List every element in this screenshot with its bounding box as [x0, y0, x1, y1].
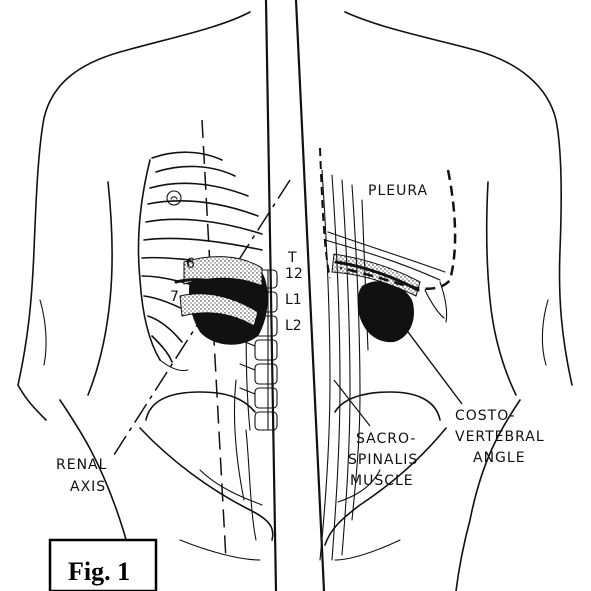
vertebra-t-label: T — [287, 250, 297, 266]
sacrospinalis-muscle — [320, 170, 368, 560]
right-kidney — [332, 254, 420, 342]
costovertebral-pointer — [378, 292, 462, 404]
figure-caption-box: Fig. 1 — [50, 540, 156, 591]
rib-7-label: 7 — [170, 289, 179, 305]
costovertebral-label-line1: COSTO- — [455, 408, 516, 424]
renal-axis-label-line1: RENAL — [56, 457, 107, 473]
pleura-label: PLEURA — [368, 183, 428, 199]
vertebra-t12-label: 12 — [285, 266, 303, 282]
renal-axis-label-line2: AXIS — [70, 479, 106, 495]
sacrospinalis-label-line2: SPINALIS — [348, 452, 418, 468]
vertebra-l2-label: L2 — [285, 318, 302, 334]
costovertebral-label-line2: VERTEBRAL — [455, 429, 545, 445]
sacrospinalis-label-line1: SACRO- — [356, 431, 416, 447]
figure-caption: Fig. 1 — [68, 557, 130, 586]
rib-6-label: 6 — [186, 256, 195, 272]
costovertebral-label-line3: ANGLE — [473, 450, 526, 466]
sacrospinalis-label-line3: MUSCLE — [350, 473, 414, 489]
vertebra-l1-label: L1 — [285, 292, 302, 308]
